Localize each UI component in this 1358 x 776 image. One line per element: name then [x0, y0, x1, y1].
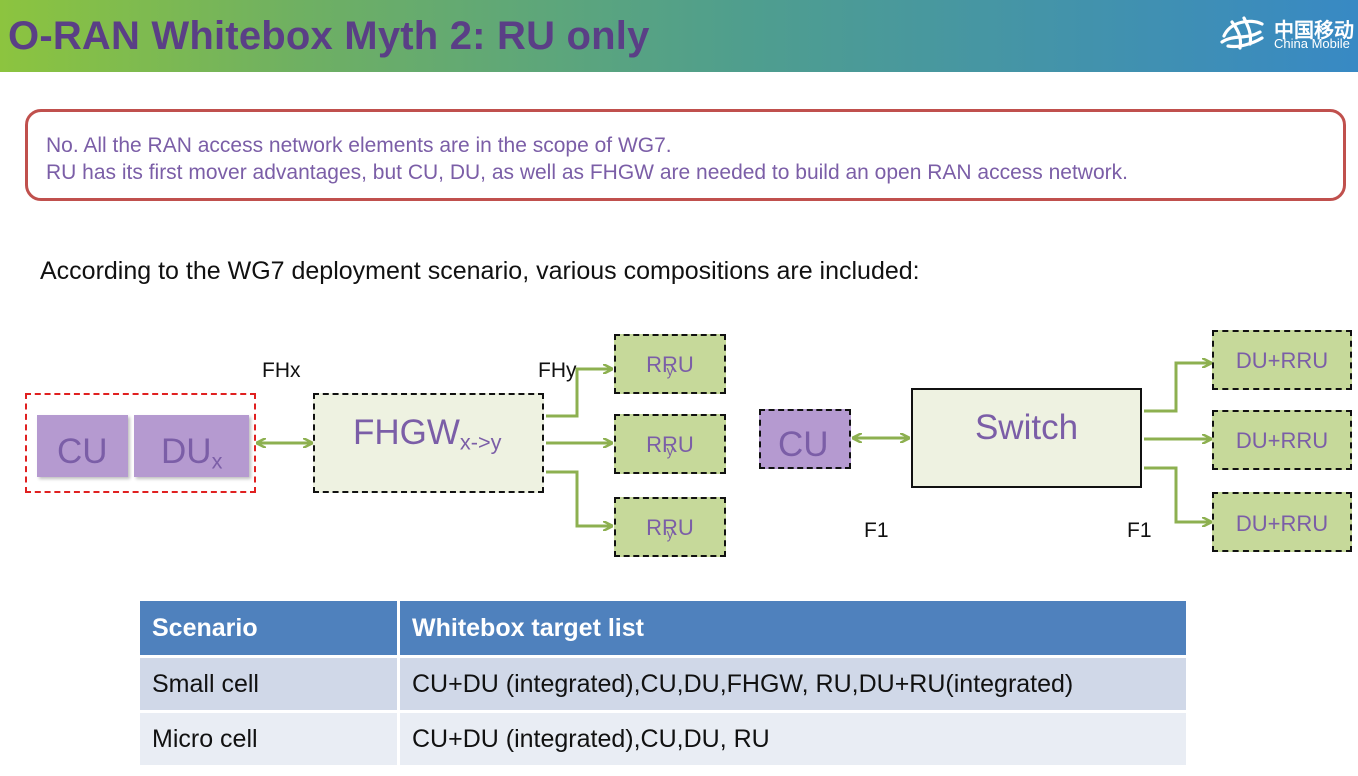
china-mobile-logo-icon	[1220, 16, 1264, 50]
callout-line-2: RU has its first mover advantages, but C…	[46, 161, 1128, 184]
du-rru-block: DU+RRU	[1212, 410, 1352, 470]
fhgw-label: FHGWx->y	[353, 413, 502, 455]
du-label: DUx	[161, 432, 223, 474]
table-cell-targets: CU+DU (integrated),CU,DU,FHGW, RU,DU+RU(…	[397, 655, 1189, 713]
du-rru-block: DU+RRU	[1212, 330, 1352, 390]
du-block: DUx	[134, 415, 249, 477]
table-row: Micro cell CU+DU (integrated),CU,DU, RU	[137, 710, 1189, 768]
switch-block: Switch	[911, 388, 1142, 488]
cu-label-right: CU	[778, 425, 829, 464]
cu-block: CU	[37, 415, 128, 477]
table-header-scenario: Scenario	[137, 598, 400, 658]
logo-text-cn: 中国移动	[1274, 20, 1354, 42]
table-header-target-list: Whitebox target list	[397, 598, 1189, 658]
cu-du-group-outline	[25, 393, 256, 493]
fhy-label: FHy	[538, 359, 577, 382]
du-rru-block: DU+RRU	[1212, 492, 1352, 552]
du-rru-label: DU+RRU	[1235, 348, 1329, 373]
fhy-link-arrow-top	[546, 369, 611, 418]
myth-answer-callout: No. All the RAN access network elements …	[25, 109, 1346, 201]
f1-label-left: F1	[864, 519, 889, 542]
whitebox-target-table: Scenario Whitebox target list Small cell…	[137, 598, 1189, 768]
cu-block-right: CU	[759, 409, 851, 469]
china-mobile-logo: 中国移动 China Mobile	[1216, 12, 1358, 56]
intro-text: According to the WG7 deployment scenario…	[40, 257, 920, 285]
fhgw-block: FHGWx->y	[313, 393, 544, 493]
table-header-row: Scenario Whitebox target list	[137, 598, 1189, 658]
du-rru-label: DU+RRU	[1235, 511, 1329, 536]
fhx-label: FHx	[262, 359, 301, 382]
page-title: O-RAN Whitebox Myth 2: RU only	[8, 14, 650, 58]
table-cell-targets: CU+DU (integrated),CU,DU, RU	[397, 710, 1189, 768]
f1-label-right: F1	[1127, 519, 1152, 542]
table-row: Small cell CU+DU (integrated),CU,DU,FHGW…	[137, 655, 1189, 713]
callout-line-1: No. All the RAN access network elements …	[46, 134, 672, 157]
table-cell-scenario: Micro cell	[137, 710, 400, 768]
fhy-link-arrow-bottom	[546, 470, 611, 526]
switch-label: Switch	[974, 408, 1079, 447]
title-bar: O-RAN Whitebox Myth 2: RU only 中国移动 Chin…	[0, 0, 1358, 72]
table-cell-scenario: Small cell	[137, 655, 400, 713]
cu-label: CU	[57, 432, 108, 471]
du-rru-label: DU+RRU	[1235, 428, 1329, 453]
switch-link-arrow-bottom	[1144, 466, 1210, 522]
logo-text-en: China Mobile	[1274, 36, 1350, 51]
switch-link-arrow-top	[1144, 363, 1210, 413]
